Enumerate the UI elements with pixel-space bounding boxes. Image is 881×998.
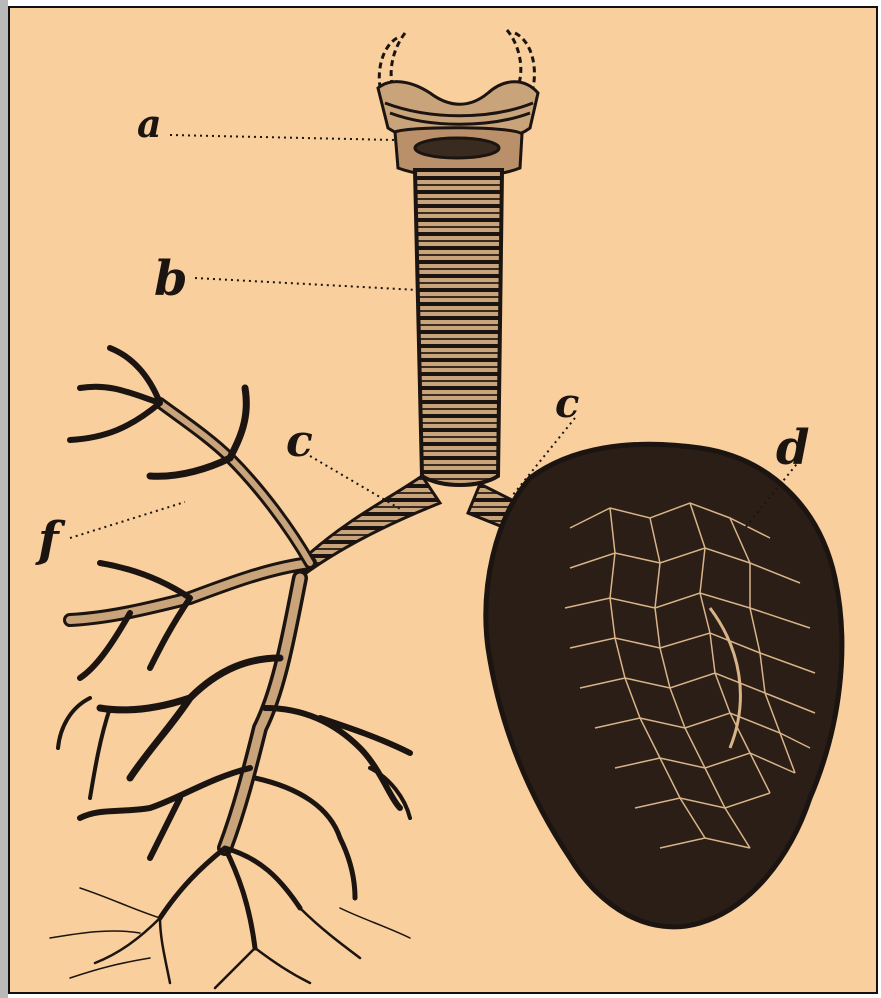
- illustration-plate: a b c c d f: [8, 6, 878, 994]
- label-c-left: c: [286, 420, 313, 464]
- label-c-right: c: [555, 384, 579, 424]
- left-margin-bar: [0, 0, 8, 998]
- respiratory-illustration: [10, 8, 876, 992]
- trachea: [415, 170, 502, 485]
- label-a: a: [137, 105, 162, 143]
- label-b: b: [154, 255, 188, 303]
- label-d: d: [776, 424, 810, 472]
- label-f: f: [38, 516, 59, 564]
